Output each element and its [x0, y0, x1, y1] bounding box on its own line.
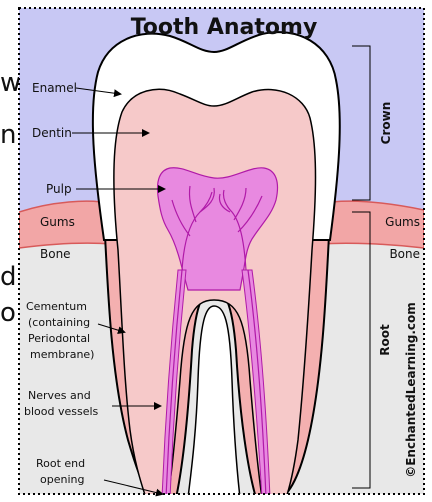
label-cementum: Cementum: [26, 300, 87, 313]
label-nerves: blood vessels: [24, 405, 99, 418]
label-nerves: Nerves and: [28, 389, 91, 402]
label-root-end: opening: [40, 473, 84, 486]
label-cementum: membrane): [30, 348, 94, 361]
label-bone-left: Bone: [40, 247, 71, 261]
label-root-end: Root end: [36, 457, 85, 470]
label-dentin: Dentin: [32, 126, 72, 140]
label-gums-right: Gums: [385, 215, 420, 229]
label-cementum: (containing: [28, 316, 90, 329]
label-cementum: Periodontal: [28, 332, 90, 345]
label-pulp: Pulp: [46, 182, 72, 196]
label-bone-right: Bone: [389, 247, 420, 261]
label-root: Root: [378, 324, 392, 356]
label-crown: Crown: [379, 102, 393, 145]
diagram-title: Tooth Anatomy: [131, 15, 318, 40]
copyright-notice: ©EnchantedLearning.com: [404, 302, 418, 478]
label-enamel: Enamel: [32, 81, 77, 95]
label-gums-left: Gums: [40, 215, 75, 229]
